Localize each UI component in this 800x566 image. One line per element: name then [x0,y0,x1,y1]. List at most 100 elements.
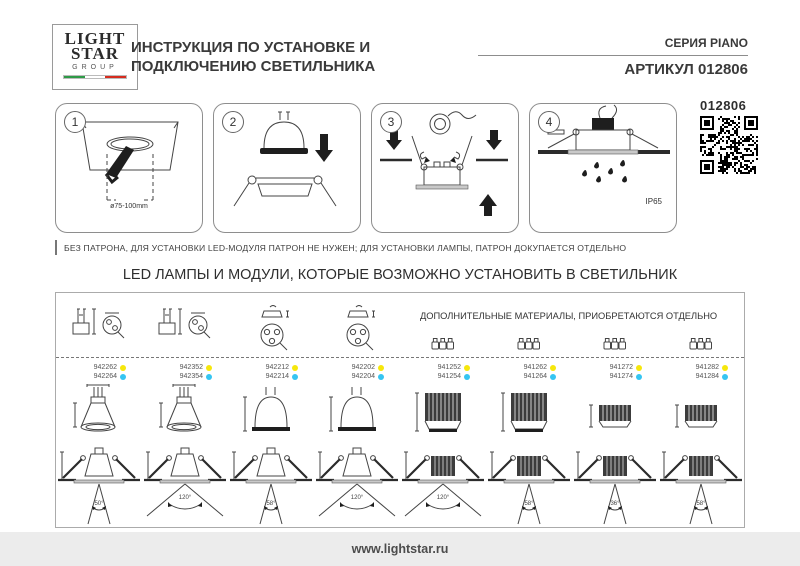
warm-color-dot [636,364,642,371]
spot-lamp-drawing-icon [63,383,135,443]
beam-angle-label: 50° [94,500,104,507]
warm-color-dot [550,364,556,371]
code-warm: 941262 [523,364,547,372]
note-text: БЕЗ ПАТРОНА, ДЛЯ УСТАНОВКИ LED-МОДУЛЯ ПА… [64,242,627,253]
flag-green [64,76,85,78]
beam-angle-label: 58° [524,500,534,507]
qr-block: 012806 [700,98,762,174]
lamp-columns: 942262 942264 50° 942352 942354 [56,293,744,527]
article-codes: 941272 941274 [572,356,658,382]
italian-flag-stripe [63,75,127,79]
series-name: СЕРИЯ PIANO [664,36,748,50]
logo-text: STAR [70,44,120,63]
flag-red [105,76,127,78]
fixture-cross-section: 58° [486,444,572,527]
article-codes: 942202 942204 [314,356,400,382]
led-module-drawing-icon [493,383,565,443]
lamp-compatibility-box: ДОПОЛНИТЕЛЬНЫЕ МАТЕРИАЛЫ, ПРИОБРЕТАЮТСЯ … [55,292,745,528]
warm-color-dot [464,364,470,371]
code-cool: 941284 [695,373,719,381]
installation-steps: 1 ø75-100mm 2 [55,103,677,233]
pin-socket-diagram-icon [322,305,392,351]
code-warm: 941272 [609,364,633,372]
code-cool: 941274 [609,373,633,381]
logo-group-text: GROUP [72,64,118,71]
warm-color-dot [120,364,126,371]
title-line1: ИНСТРУКЦИЯ ПО УСТАНОВКЕ И [131,39,371,56]
beam-angle-label: 58° [266,500,276,507]
beam-angle-label: 120° [350,494,364,501]
step-number-badge: 2 [222,111,244,133]
series-divider [478,55,748,56]
pin-lamp-drawing-icon [321,383,393,443]
article-codes: 941282 941284 [658,356,744,382]
terminal-connector-icon [430,336,456,351]
beam-angle-label: 58° [696,500,706,507]
cool-color-dot [722,373,728,380]
step-panel-2: 2 [213,103,361,233]
code-cool: 941254 [437,373,461,381]
step-panel-4: 4 IP65 [529,103,677,233]
footer: www.lightstar.ru [0,532,800,566]
gu10-socket-diagram-icon [64,305,134,351]
lamp-column-5: 941252 941254 120° [400,293,486,527]
lamp-column-1: 942262 942264 50° [56,293,142,527]
fixture-cross-section: 50° [56,444,142,527]
fixture-cross-section: 58° [228,444,314,527]
code-warm: 941282 [695,364,719,372]
warm-color-dot [206,364,212,371]
terminal-connector-icon [688,336,714,351]
warm-color-dot [292,364,298,371]
fixture-cross-section: 120° [400,444,486,527]
flag-white [84,76,106,78]
website-url: www.lightstar.ru [351,542,449,556]
code-warm: 942352 [179,364,203,372]
step-number-badge: 1 [64,111,86,133]
code-cool: 942264 [93,373,117,381]
lamp-column-7: 941272 941274 36° [572,293,658,527]
series-block: СЕРИЯ PIANO АРТИКУЛ 012806 [478,36,748,78]
code-warm: 942262 [93,364,117,372]
code-warm: 942202 [351,364,375,372]
socket-note: БЕЗ ПАТРОНА, ДЛЯ УСТАНОВКИ LED-МОДУЛЯ ПА… [55,240,626,255]
terminal-connector-icon [602,336,628,351]
article-codes: 942352 942354 [142,356,228,382]
additional-materials-heading: ДОПОЛНИТЕЛЬНЫЕ МАТЕРИАЛЫ, ПРИОБРЕТАЮТСЯ … [419,311,718,321]
cool-color-dot [292,373,298,380]
lamp-column-2: 942352 942354 120° [142,293,228,527]
flat-led-module-drawing-icon [665,383,737,443]
dashed-divider [56,357,744,358]
step-number-badge: 3 [380,111,402,133]
article-number: АРТИКУЛ 012806 [624,61,748,78]
hole-diameter-label: ø75-100mm [110,203,148,210]
cool-color-dot [636,373,642,380]
cool-color-dot [206,373,212,380]
step-panel-3: 3 [371,103,519,233]
lamp-column-8: 941282 941284 58° [658,293,744,527]
code-cool: 942204 [351,373,375,381]
logo-text: LIGHT [64,29,126,48]
lamp-column-6: 941262 941264 58° [486,293,572,527]
fixture-cross-section: 120° [142,444,228,527]
note-bar [55,240,57,255]
beam-angle-label: 120° [178,494,192,501]
pin-socket-diagram-icon [236,305,306,351]
code-cool: 942354 [179,373,203,381]
led-module-drawing-icon [407,383,479,443]
gu10-socket-diagram-icon [150,305,220,351]
beam-angle-label: 36° [610,500,620,507]
warm-color-dot [722,364,728,371]
title-line2: ПОДКЛЮЧЕНИЮ СВЕТИЛЬНИКА [131,58,376,75]
article-codes: 941252 941254 [400,356,486,382]
step-number-badge: 4 [538,111,560,133]
cut-hole-illustration [81,121,179,201]
ip-rating-label: IP65 [645,197,662,206]
clip-mount-illustration [380,111,508,216]
step-panel-1: 1 ø75-100mm [55,103,203,233]
terminal-connector-icon [516,336,542,351]
installed-fixture-illustration [538,104,670,183]
spot-lamp-drawing-icon [149,383,221,443]
qr-code [700,116,758,174]
code-warm: 941252 [437,364,461,372]
lamp-column-4: 942202 942204 120° [314,293,400,527]
